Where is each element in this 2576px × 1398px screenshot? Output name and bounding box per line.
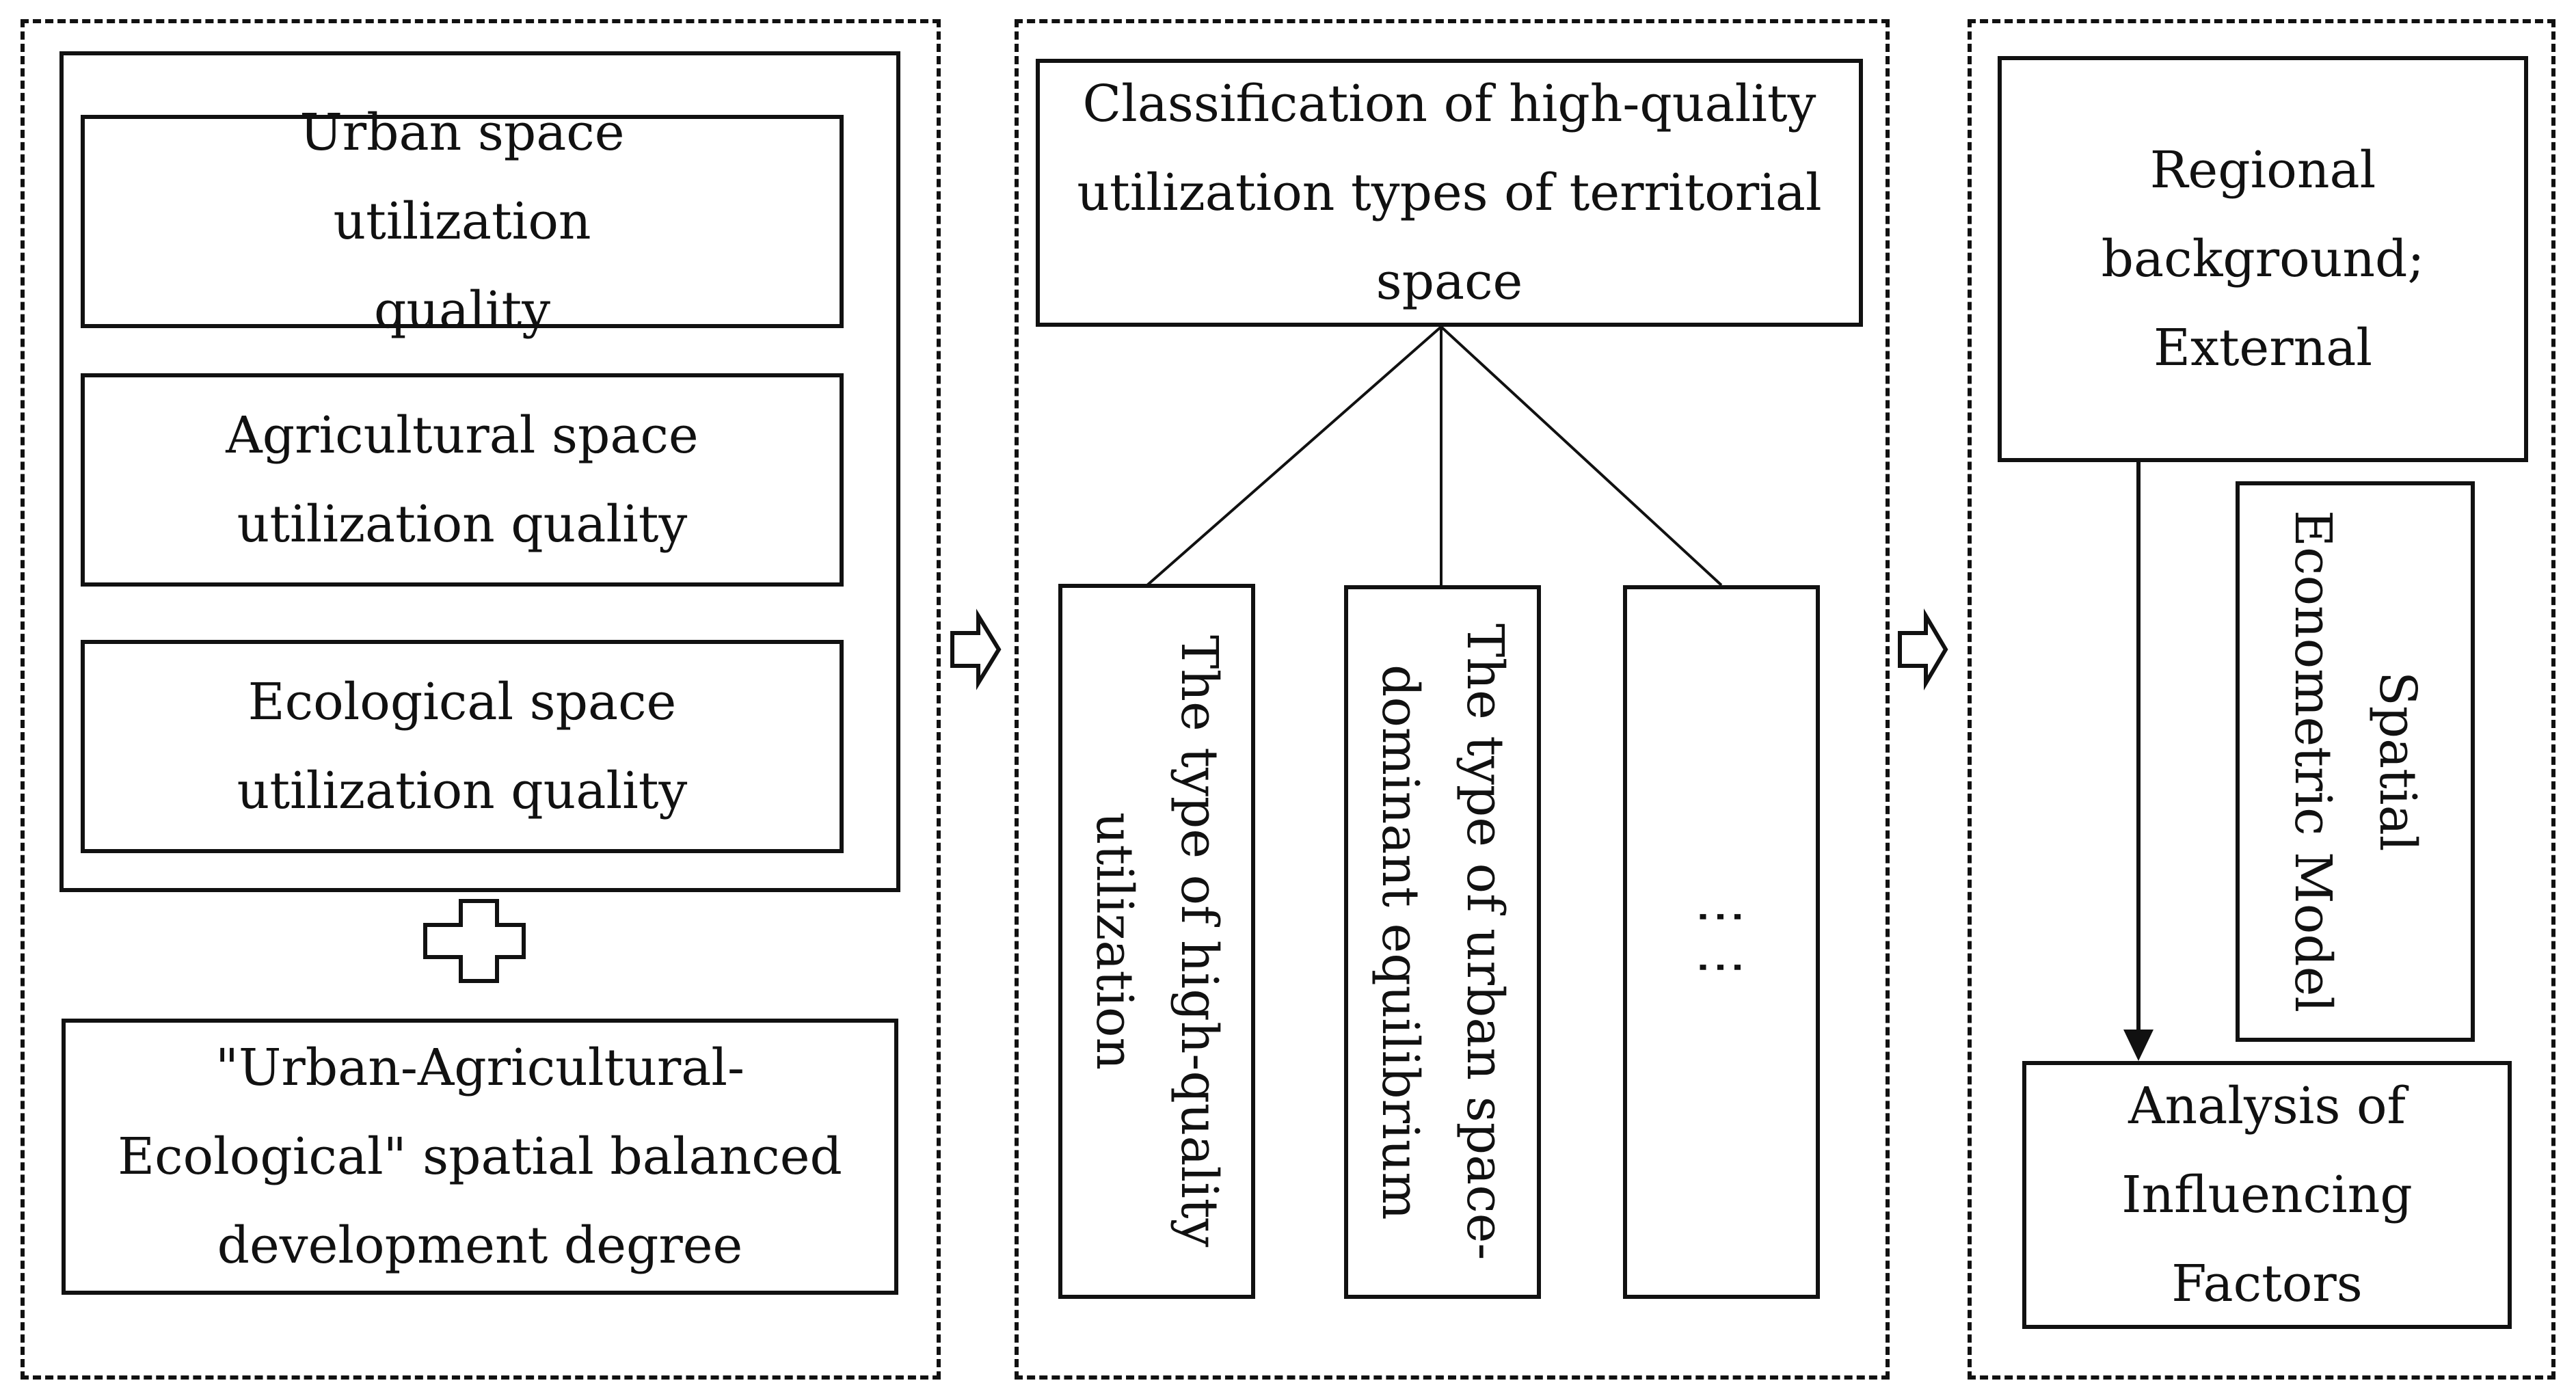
other-types-ellipsis: ⋮⋮: [1692, 891, 1751, 993]
urban-space-quality-box: Urban space utilization quality: [81, 103, 844, 340]
classification-tree-lines: [1146, 325, 1723, 587]
spatial-econometric-model-box: Spatial Econometric Model: [2236, 481, 2475, 1042]
regional-background-box: Regional background; External: [1998, 56, 2528, 462]
down-arrowhead-icon: [2123, 1030, 2154, 1061]
urban-dominant-equilibrium-type-box: The type of urban space-dominant equilib…: [1344, 585, 1541, 1299]
balanced-development-label: "Urban-Agricultural-Ecological" spatial …: [118, 1038, 842, 1275]
influencing-factors-panel: [1968, 19, 2555, 1380]
balanced-development-box: "Urban-Agricultural-Ecological" spatial …: [62, 1019, 898, 1295]
classification-panel: [1015, 19, 1890, 1380]
high-quality-utilization-type-box: The type of high-quality utilization: [1058, 584, 1255, 1299]
agricultural-space-quality-label: Agricultural space utilization quality: [226, 406, 699, 554]
influencing-factors-label: Analysis of Influencing Factors: [2121, 1077, 2413, 1313]
other-types-box: ⋮⋮: [1623, 585, 1820, 1299]
classification-box: Classification of high-quality utilizati…: [1036, 59, 1863, 327]
plus-icon: [423, 899, 526, 983]
urban-dominant-equilibrium-type-label: The type of urban space-dominant equilib…: [1371, 623, 1514, 1261]
influencing-factors-box: Analysis of Influencing Factors: [2022, 1061, 2512, 1329]
right-arrow-icon: [950, 608, 1002, 690]
quality-group-frame: [59, 51, 900, 892]
agricultural-space-quality-box: Agricultural space utilization quality: [81, 373, 844, 587]
ecological-space-quality-box: Ecological space utilization quality: [81, 640, 844, 853]
ecological-space-quality-label: Ecological space utilization quality: [237, 673, 688, 820]
right-arrow-icon: [1898, 608, 1948, 690]
spatial-econometric-model-label: Spatial Econometric Model: [2283, 510, 2427, 1013]
classification-label: Classification of high-quality utilizati…: [1077, 75, 1822, 311]
regional-background-label: Regional background; External: [2101, 141, 2425, 377]
urban-space-quality-label: Urban space utilization quality: [299, 103, 625, 340]
high-quality-utilization-type-label: The type of high-quality utilization: [1085, 635, 1229, 1248]
quality-evaluation-panel: [21, 19, 941, 1380]
